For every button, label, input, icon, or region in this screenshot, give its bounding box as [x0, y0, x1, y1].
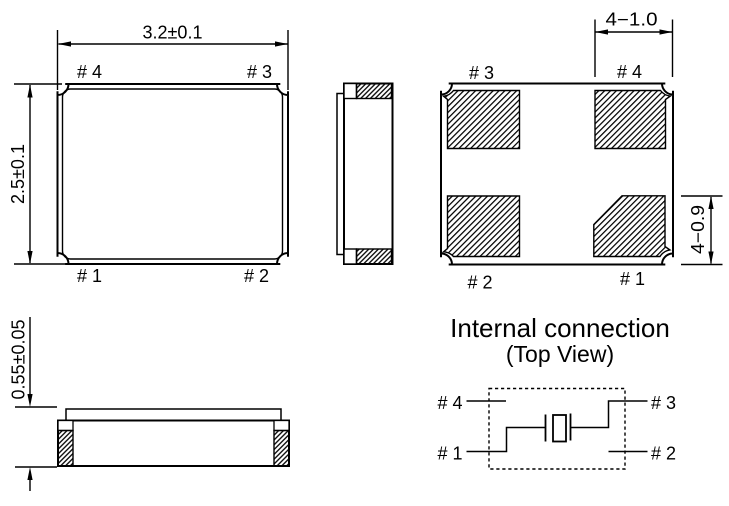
- svg-text:# 4: # 4: [77, 62, 102, 82]
- svg-text:(Top View): (Top View): [506, 341, 614, 367]
- svg-text:# 1: # 1: [437, 444, 462, 464]
- svg-text:# 3: # 3: [469, 63, 494, 83]
- svg-text:# 2: # 2: [468, 273, 493, 293]
- svg-text:# 4: # 4: [617, 62, 642, 82]
- svg-text:# 1: # 1: [77, 266, 102, 286]
- svg-text:# 2: # 2: [651, 444, 676, 464]
- svg-text:4−1.0: 4−1.0: [606, 10, 658, 30]
- svg-text:# 2: # 2: [244, 266, 269, 286]
- svg-text:3.2±0.1: 3.2±0.1: [143, 23, 203, 43]
- svg-text:# 4: # 4: [437, 393, 462, 413]
- svg-text:0.55±0.05: 0.55±0.05: [9, 320, 29, 400]
- svg-text:4−0.9: 4−0.9: [688, 205, 708, 254]
- svg-text:2.5±0.1: 2.5±0.1: [8, 144, 28, 204]
- svg-text:# 3: # 3: [651, 393, 676, 413]
- svg-text:Internal connection: Internal connection: [450, 313, 670, 343]
- svg-text:# 1: # 1: [620, 269, 645, 289]
- svg-text:# 3: # 3: [247, 62, 272, 82]
